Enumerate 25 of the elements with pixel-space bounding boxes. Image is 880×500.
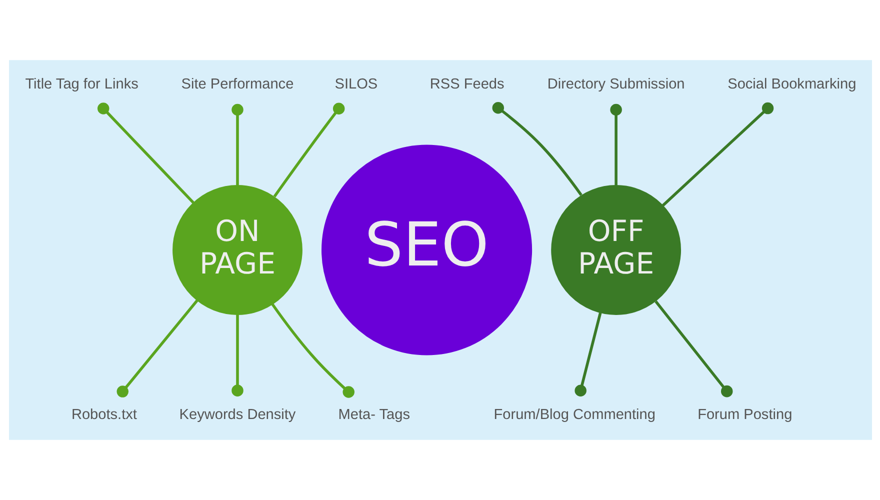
node-text: Social Bookmarking	[727, 76, 856, 93]
node-text: RSS Feeds	[429, 76, 504, 93]
node-circle: OFF PAGE	[550, 185, 681, 315]
connector	[492, 102, 582, 196]
connector	[270, 303, 354, 398]
node-text: Meta- Tags	[338, 407, 410, 424]
connector	[574, 312, 602, 396]
node-text: Keywords Density	[178, 407, 296, 424]
connector	[116, 300, 198, 398]
node-text: Forum Posting	[697, 407, 792, 424]
node-text: Robots.txt	[70, 407, 136, 424]
connector	[610, 104, 622, 186]
connector	[96, 102, 194, 204]
node-text: Directory Submission	[546, 76, 684, 93]
connector	[654, 300, 732, 398]
node-text: SILOS	[334, 76, 378, 93]
node-text: Site Performance	[180, 76, 294, 93]
node-text: Forum/Blog Commenting	[493, 407, 655, 424]
node-text: Title Tag for Links	[24, 76, 138, 93]
connector	[231, 314, 243, 396]
node-circle: SEO	[321, 144, 532, 356]
connector	[662, 102, 774, 206]
connector	[272, 102, 344, 198]
connector	[231, 104, 243, 186]
node-circle: ON PAGE	[172, 185, 302, 315]
